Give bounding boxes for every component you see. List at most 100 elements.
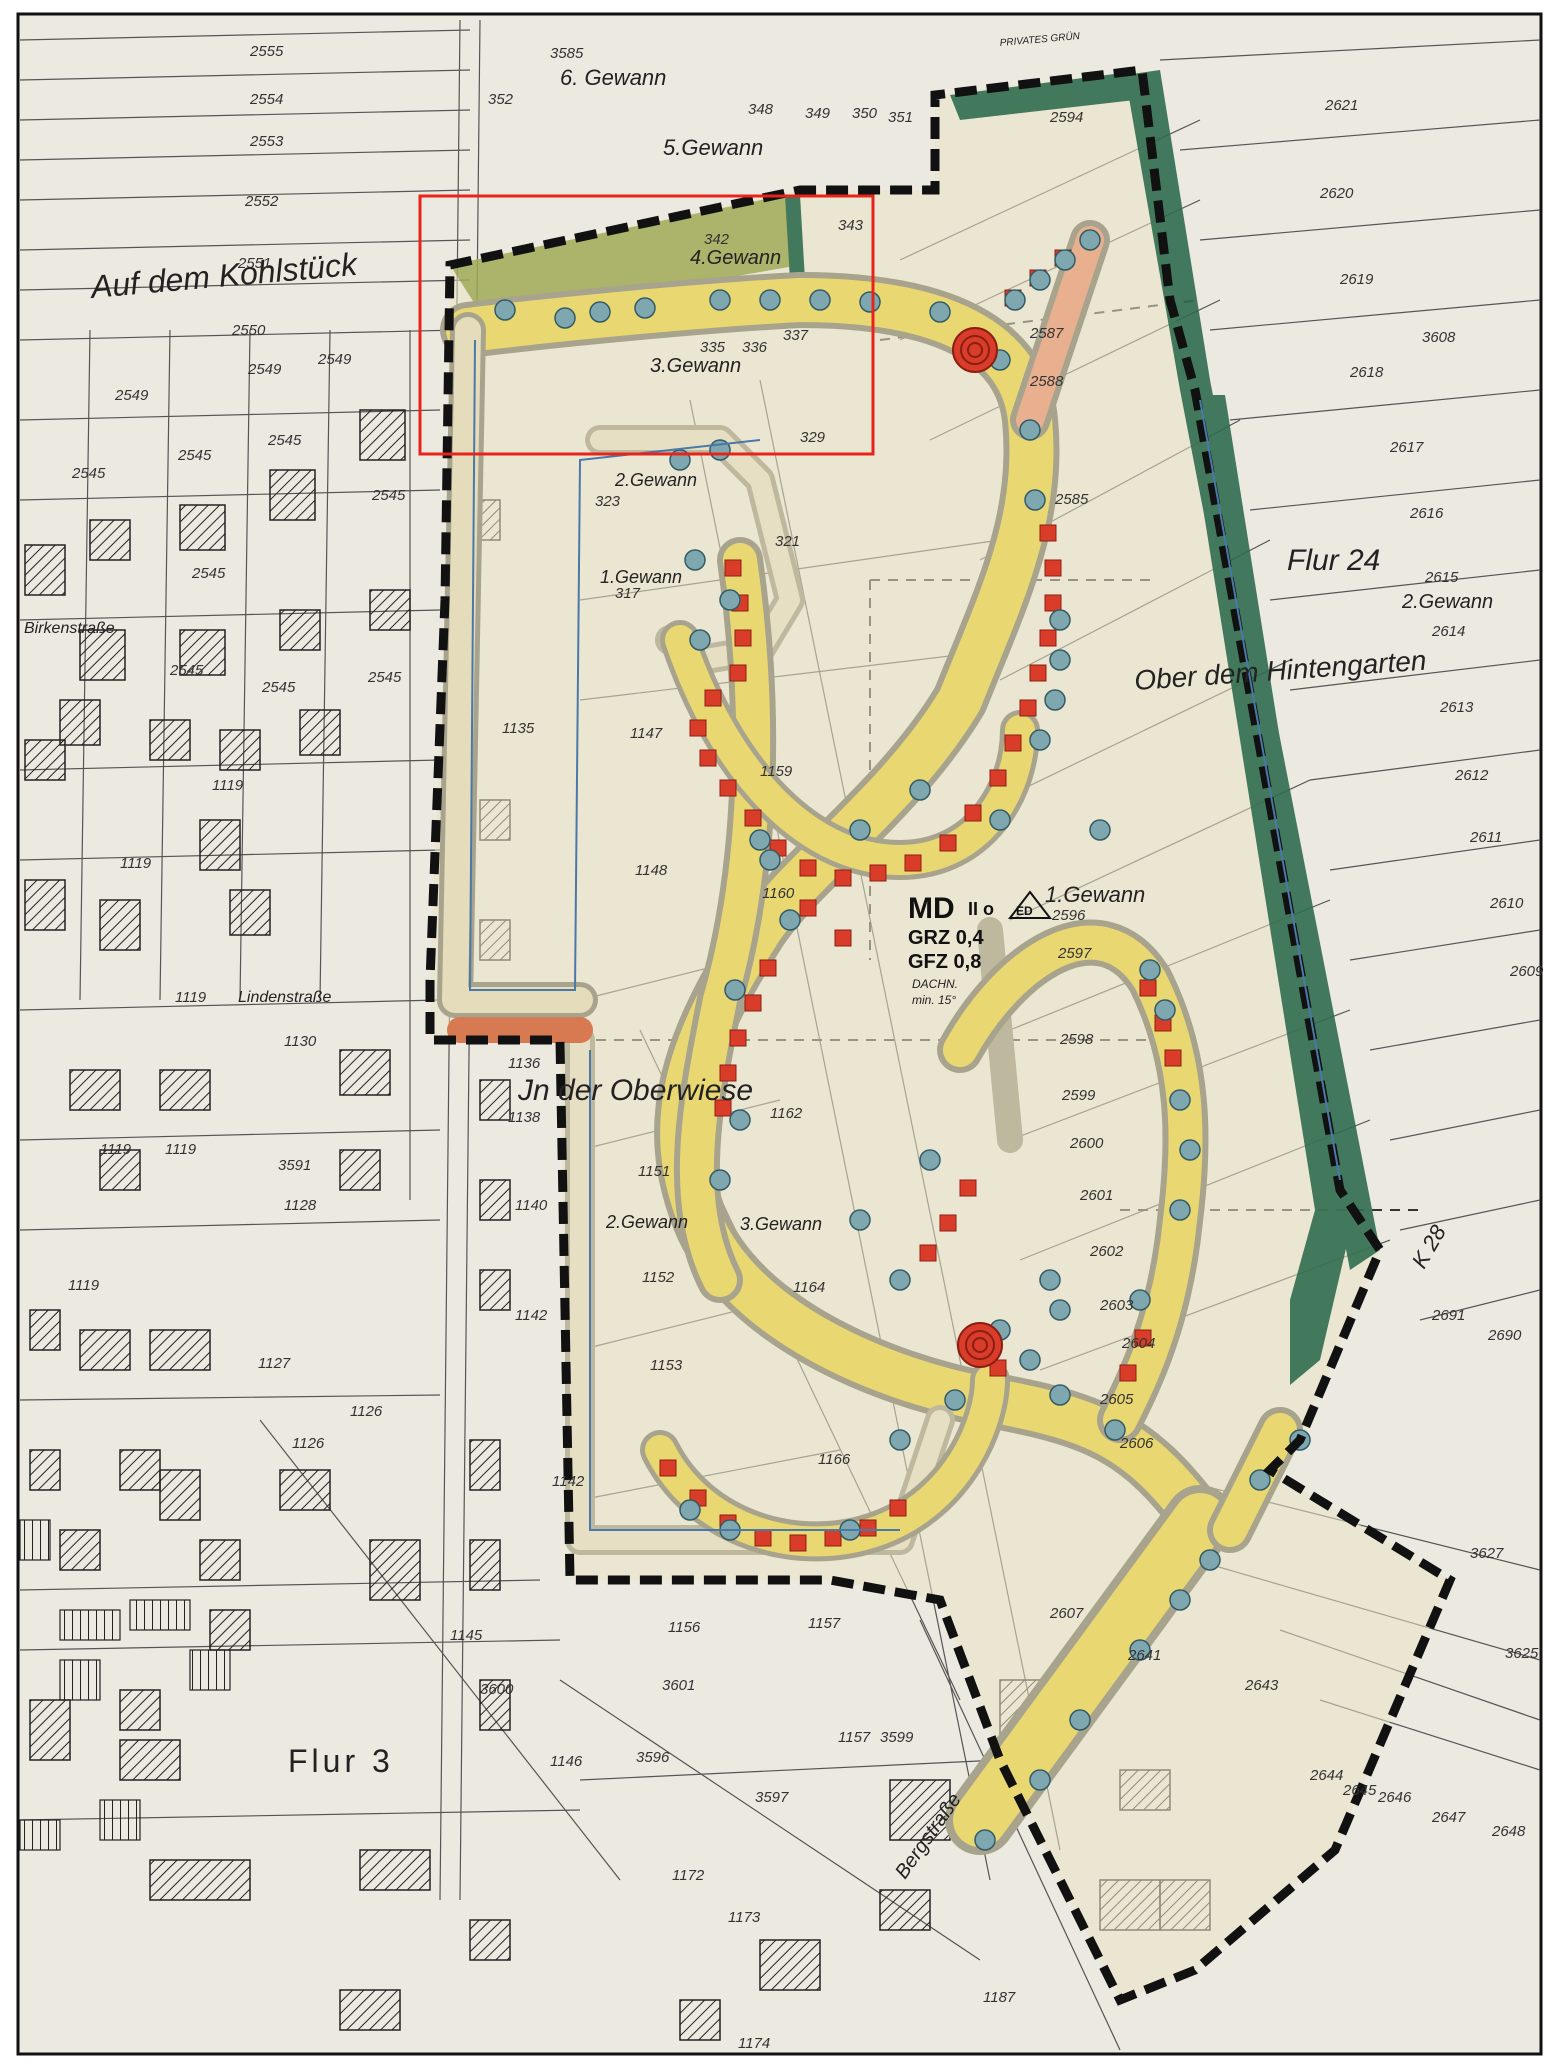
svg-text:2619: 2619 xyxy=(1339,271,1374,288)
svg-text:2646: 2646 xyxy=(1377,1789,1412,1806)
svg-text:1156: 1156 xyxy=(668,1619,701,1636)
zoning-gfz: GFZ 0,8 xyxy=(908,951,981,973)
svg-text:2600: 2600 xyxy=(1069,1135,1104,1152)
svg-text:2620: 2620 xyxy=(1319,185,1354,202)
svg-text:1152: 1152 xyxy=(642,1269,675,1286)
svg-text:1164: 1164 xyxy=(793,1279,825,1296)
svg-text:2550: 2550 xyxy=(231,322,266,339)
svg-text:2603: 2603 xyxy=(1099,1297,1134,1314)
zoning-ed-triangle xyxy=(1007,890,1053,919)
svg-text:2596: 2596 xyxy=(1051,907,1086,924)
svg-text:1119: 1119 xyxy=(175,989,207,1006)
svg-text:1119: 1119 xyxy=(165,1141,197,1158)
svg-text:2602: 2602 xyxy=(1089,1243,1124,1260)
svg-text:1147: 1147 xyxy=(630,725,663,742)
svg-text:2612: 2612 xyxy=(1454,767,1489,784)
svg-text:2606: 2606 xyxy=(1119,1435,1154,1452)
svg-text:1135: 1135 xyxy=(502,720,535,737)
parcel-number-labels: 2555 2554 2553 2552 2551 2550 2549 2549 … xyxy=(68,43,1544,2052)
label-gewann-1a: 1.Gewann xyxy=(600,567,682,587)
svg-text:3625: 3625 xyxy=(1505,1645,1539,1662)
svg-text:2551: 2551 xyxy=(237,255,271,272)
svg-text:2598: 2598 xyxy=(1059,1031,1094,1048)
svg-text:2611: 2611 xyxy=(1469,829,1502,846)
svg-text:2549: 2549 xyxy=(317,351,352,368)
svg-text:3600: 3600 xyxy=(480,1681,514,1698)
label-flur3: Flur 3 xyxy=(288,1743,394,1779)
svg-text:1166: 1166 xyxy=(818,1451,851,1468)
svg-text:1119: 1119 xyxy=(100,1141,132,1158)
svg-text:2545: 2545 xyxy=(371,487,406,504)
svg-text:3627: 3627 xyxy=(1470,1545,1504,1562)
svg-text:1173: 1173 xyxy=(728,1909,761,1926)
tree-markers xyxy=(494,229,1311,1851)
svg-text:1146: 1146 xyxy=(550,1753,583,1770)
svg-text:2609: 2609 xyxy=(1509,963,1544,980)
svg-text:2615: 2615 xyxy=(1424,569,1459,586)
svg-text:3596: 3596 xyxy=(636,1749,670,1766)
svg-text:350: 350 xyxy=(852,105,878,122)
svg-text:2553: 2553 xyxy=(249,133,284,150)
svg-text:2647: 2647 xyxy=(1431,1809,1466,1826)
svg-text:2587: 2587 xyxy=(1029,325,1064,342)
svg-text:1151: 1151 xyxy=(638,1163,670,1180)
svg-text:3601: 3601 xyxy=(662,1677,695,1694)
svg-text:2545: 2545 xyxy=(267,432,302,449)
svg-text:1157: 1157 xyxy=(808,1615,841,1632)
svg-text:2545: 2545 xyxy=(191,565,226,582)
svg-text:2690: 2690 xyxy=(1487,1327,1522,1344)
svg-text:1119: 1119 xyxy=(120,855,152,872)
svg-text:321: 321 xyxy=(775,533,800,550)
label-gewann-1b: 1.Gewann xyxy=(1045,882,1145,907)
svg-text:1140: 1140 xyxy=(515,1197,548,1214)
highlight-box xyxy=(418,194,875,456)
svg-text:1157: 1157 xyxy=(838,1729,871,1746)
label-gewann-5: 5.Gewann xyxy=(663,135,763,160)
label-lindenstrasse: Lindenstraße xyxy=(238,989,331,1006)
turnaround-circles xyxy=(952,327,1003,1368)
svg-text:2691: 2691 xyxy=(1431,1307,1465,1324)
zoning-storeys: II o xyxy=(968,899,994,919)
svg-text:1187: 1187 xyxy=(983,1989,1016,2006)
svg-text:348: 348 xyxy=(748,101,774,118)
svg-text:2607: 2607 xyxy=(1049,1605,1084,1622)
label-gewann-3b: 3.Gewann xyxy=(740,1214,822,1234)
svg-text:1142: 1142 xyxy=(552,1473,585,1490)
zoning-roof-1: DACHN. xyxy=(912,977,958,991)
svg-text:2545: 2545 xyxy=(177,447,212,464)
label-gewann-6: 6. Gewann xyxy=(560,65,666,90)
svg-text:2641: 2641 xyxy=(1127,1647,1161,1664)
svg-text:2645: 2645 xyxy=(1342,1782,1377,1799)
svg-text:3591: 3591 xyxy=(278,1157,311,1174)
svg-text:323: 323 xyxy=(595,493,621,510)
svg-text:2621: 2621 xyxy=(1324,97,1358,114)
label-gewann-2b: 2.Gewann xyxy=(605,1212,688,1232)
svg-text:337: 337 xyxy=(783,327,809,344)
svg-text:2549: 2549 xyxy=(247,361,282,378)
label-gewann-2c: 2.Gewann xyxy=(1401,591,1493,613)
svg-text:2616: 2616 xyxy=(1409,505,1444,522)
svg-text:1145: 1145 xyxy=(450,1627,483,1644)
svg-text:2617: 2617 xyxy=(1389,439,1424,456)
label-flur24: Flur 24 xyxy=(1287,544,1380,577)
svg-text:2604: 2604 xyxy=(1121,1335,1155,1352)
svg-text:1159: 1159 xyxy=(760,763,793,780)
zoning-code: MD xyxy=(908,892,955,925)
svg-text:3597: 3597 xyxy=(755,1789,789,1806)
svg-text:342: 342 xyxy=(704,231,730,248)
svg-text:2599: 2599 xyxy=(1061,1087,1096,1104)
svg-text:2614: 2614 xyxy=(1431,623,1465,640)
zoning-ed: ED xyxy=(1016,904,1033,918)
dense-buildings xyxy=(19,1519,231,1851)
svg-text:3585: 3585 xyxy=(550,45,584,62)
svg-text:1130: 1130 xyxy=(284,1033,317,1050)
svg-text:351: 351 xyxy=(888,109,913,126)
svg-text:2552: 2552 xyxy=(244,193,279,210)
svg-text:2643: 2643 xyxy=(1244,1677,1279,1694)
svg-text:2554: 2554 xyxy=(249,91,283,108)
svg-text:3599: 3599 xyxy=(880,1729,914,1746)
label-gewann-2a: 2.Gewann xyxy=(614,470,697,490)
zoning-grz: GRZ 0,4 xyxy=(908,927,984,949)
svg-text:1119: 1119 xyxy=(68,1277,100,1294)
svg-text:2613: 2613 xyxy=(1439,699,1474,716)
